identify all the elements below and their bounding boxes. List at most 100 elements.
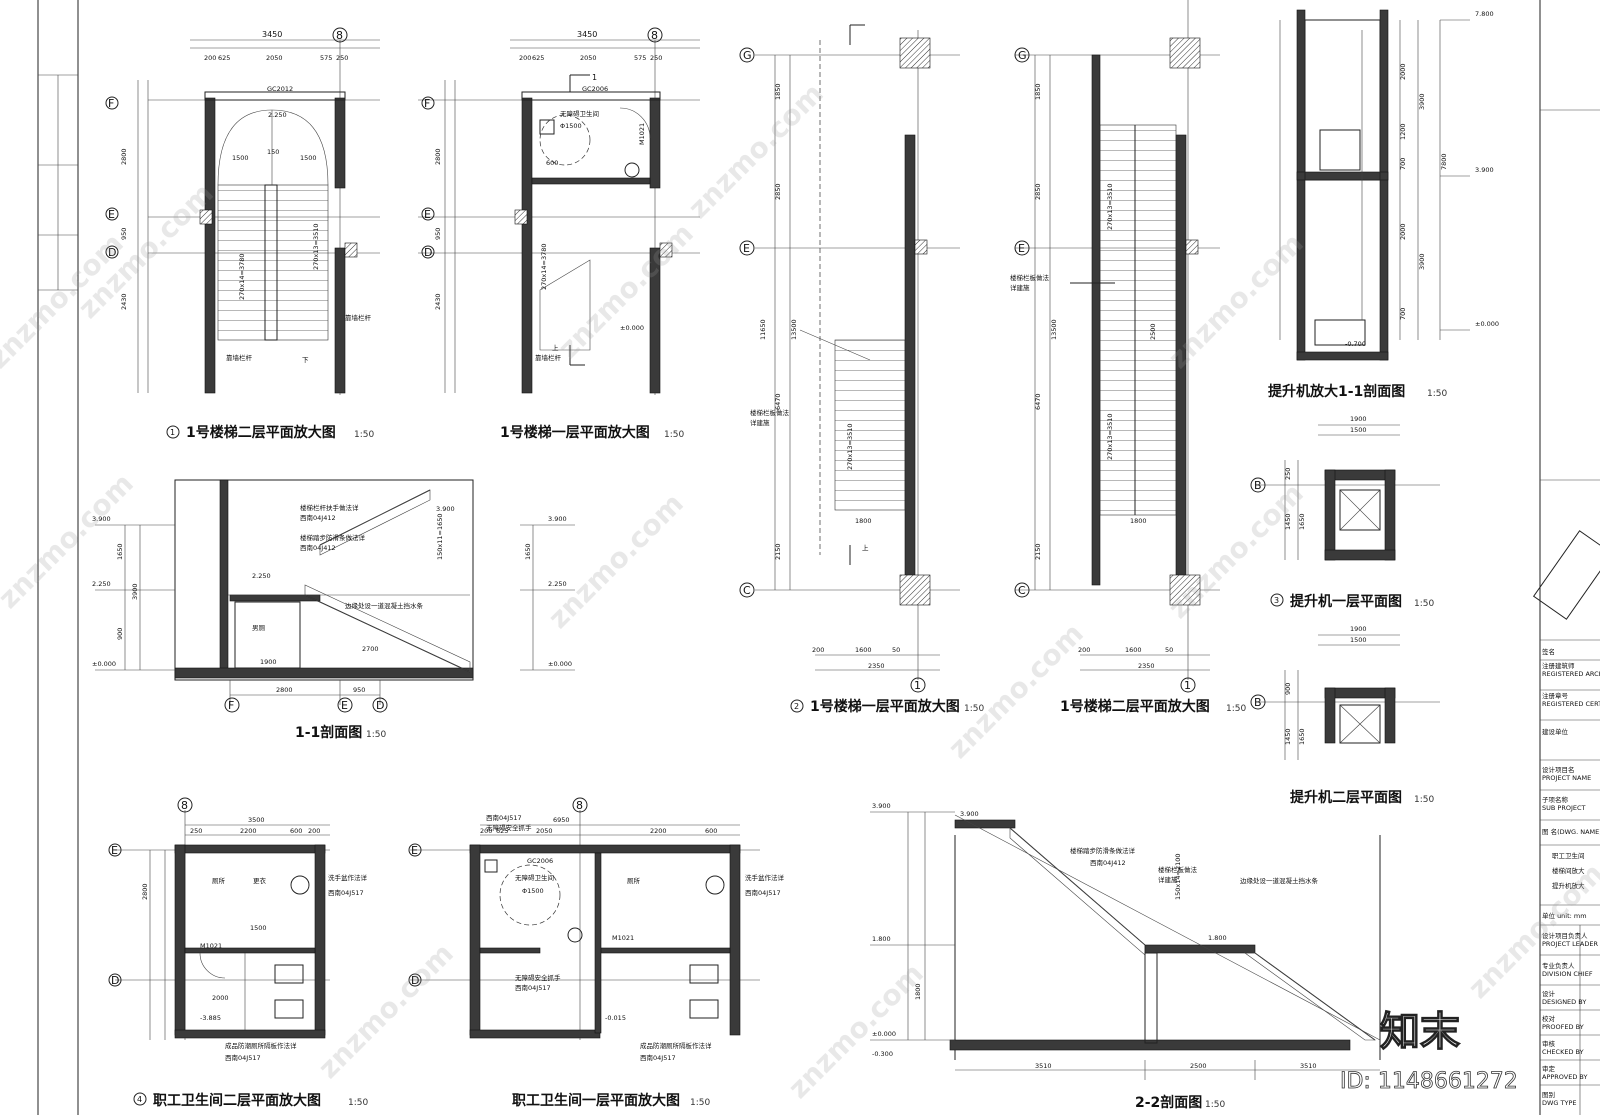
title-block-cell: 设计 xyxy=(1542,989,1556,998)
title-block-cell: REGISTERED CERTIFICATE xyxy=(1542,700,1600,708)
dim-text: 200 xyxy=(519,54,531,62)
axis-D-label: D xyxy=(376,699,384,712)
note-label: 洗手盆作法详 xyxy=(328,873,368,882)
note-label: 下 xyxy=(302,356,309,364)
elevation-tag: 1.800 xyxy=(872,935,891,943)
dim-text: 6950 xyxy=(553,816,570,824)
door-tag: M1021 xyxy=(638,123,646,145)
note-label: 成品防潮厕所隔板作法详 xyxy=(225,1041,297,1050)
title-number: 2 xyxy=(794,702,799,711)
dim-text: 2350 xyxy=(868,662,885,670)
title-block-cell: 单位 unit: mm xyxy=(1542,911,1587,920)
title-lift-2f: 提升机二层平面图 xyxy=(1290,789,1402,806)
dim-text: 900 xyxy=(1284,683,1292,695)
dim-text: 2800 xyxy=(141,883,149,900)
dim-text: 2150 xyxy=(774,543,782,560)
dim-text: 1500 xyxy=(232,154,249,162)
dim-text: 13500 xyxy=(1050,319,1058,340)
title-block-cell: 图 名(DWG. NAME) xyxy=(1542,827,1600,836)
toilet-plan-1f xyxy=(410,810,760,1040)
dim-text: 700 xyxy=(1399,158,1407,170)
scale-text: 1:50 xyxy=(1205,1100,1225,1110)
window-tag: GC2006 xyxy=(582,85,608,93)
title-stair-1f-small: 1号楼梯一层平面放大图 xyxy=(500,424,650,441)
dim-text: 575 xyxy=(634,54,646,62)
title-block-text: 签名 注册建筑师 REGISTERED ARCHITECT 注册章号 REGIS… xyxy=(1542,647,1600,1107)
scale-text: 1:50 xyxy=(1427,389,1447,399)
dim-text: 200 xyxy=(480,827,492,835)
note-label: 西南04J517 xyxy=(640,1053,676,1062)
elevation-tag: 3.900 xyxy=(872,802,891,810)
elevation-tag: ±0.000 xyxy=(92,660,116,668)
dim-text: 625 xyxy=(532,54,544,62)
lift-plan-2f-text: B 1900 1500 900 1450 1650 提升机二层平面图 1:50 xyxy=(1250,625,1434,806)
dim-text: 1800 xyxy=(1130,517,1147,525)
dim-text: 1600 xyxy=(855,646,872,654)
watermark-text: znzmo.com xyxy=(1462,857,1600,1005)
dim-text: 270x14=3780 xyxy=(238,253,246,300)
dim-text: 1450 xyxy=(1284,513,1292,530)
note-label: 楼梯栏板做法 xyxy=(750,408,790,417)
dim-text: 625 xyxy=(496,827,508,835)
axis-D-label: D xyxy=(111,974,119,987)
note-label: 靠墙栏杆 xyxy=(345,313,372,322)
room-label: 更衣 xyxy=(253,876,267,885)
stair-plan-long-2f xyxy=(1015,0,1220,680)
elevation-tag: ±0.000 xyxy=(872,1030,896,1038)
note-label: 边缘处设一道混凝土挡水条 xyxy=(1240,876,1319,885)
note-label: 无障碍安全抓手 xyxy=(486,823,532,832)
dim-text: 2000 xyxy=(212,994,229,1002)
room-label: Φ1500 xyxy=(522,887,544,895)
title-stair-1f-long: 1号楼梯一层平面放大图 xyxy=(810,698,960,715)
title-section-1-1: 1-1剖面图 xyxy=(295,724,362,741)
dim-text: 200 xyxy=(812,646,824,654)
toilet-plan-2f-text: 8 E D 3500 250 2200 600 200 厕所 更衣 1500 M… xyxy=(108,797,368,1109)
note-label: 楼梯栏杆扶手做法详 xyxy=(300,503,359,512)
window-tag: GC2006 xyxy=(527,857,553,865)
note-label: 详建施 xyxy=(1010,283,1030,292)
room-label: Φ1500 xyxy=(560,122,582,130)
elevation-tag: 2.250 xyxy=(268,111,287,119)
dim-text: 150x11=1650 xyxy=(436,513,444,560)
dim-text: 1500 xyxy=(1350,426,1367,434)
scale-text: 1:50 xyxy=(964,704,984,714)
watermark-text: znzmo.com xyxy=(682,77,830,225)
dim-text: 1850 xyxy=(1034,83,1042,100)
elevation-tag: 7.800 xyxy=(1475,10,1494,18)
dim-text: 2430 xyxy=(434,293,442,310)
stair-plan-long-1f-text: G E C 1 1850 2850 6470 2150 11650 13500 … xyxy=(739,47,984,715)
scale-text: 1:50 xyxy=(366,730,386,740)
axis-D-label: D xyxy=(108,246,116,259)
note-label: 上 xyxy=(552,343,559,352)
dim-text: 2800 xyxy=(120,148,128,165)
dim-text: 2850 xyxy=(1034,183,1042,200)
scale-text: 1:50 xyxy=(1226,704,1246,714)
axis-F-label: F xyxy=(228,699,234,712)
dim-text: 2430 xyxy=(120,293,128,310)
axis-F-label: F xyxy=(424,97,430,110)
title-block-cell: DWG TYPE xyxy=(1542,1099,1577,1107)
dim-text: 200 xyxy=(308,827,320,835)
dim-text: 700 xyxy=(1399,308,1407,320)
dim-text: 2000 xyxy=(1399,63,1407,80)
axis-8-label: 8 xyxy=(181,799,188,812)
dim-text: 2500 xyxy=(1190,1062,1207,1070)
axis-E-label: E xyxy=(411,844,418,857)
watermark-text: znzmo.com xyxy=(312,937,460,1085)
title-block-cell: 子项名称 xyxy=(1542,795,1569,804)
title-block-cell: PROJECT LEADER xyxy=(1542,940,1598,948)
toilet-plan-1f-text: 8 E D 6950 200 625 2050 2200 600 GC2006 … xyxy=(408,797,785,1109)
axis-B-label: B xyxy=(1254,696,1262,709)
title-block-cell: APPROVED BY xyxy=(1542,1073,1588,1081)
axis-8-label: 8 xyxy=(651,29,658,42)
dim-text: 7800 xyxy=(1440,153,1448,170)
dim-text: 900 xyxy=(116,628,124,640)
dim-text: 200 xyxy=(1078,646,1090,654)
dim-text: 3900 xyxy=(1418,253,1426,270)
section-mark: 1 xyxy=(592,73,597,82)
dim-text: 1850 xyxy=(774,83,782,100)
dim-text: 575 xyxy=(320,54,332,62)
brand-logo: 知末 xyxy=(1380,1009,1460,1055)
note-label: 洗手盆作法详 xyxy=(745,873,785,882)
dim-text: 270x13=3510 xyxy=(1106,413,1114,460)
